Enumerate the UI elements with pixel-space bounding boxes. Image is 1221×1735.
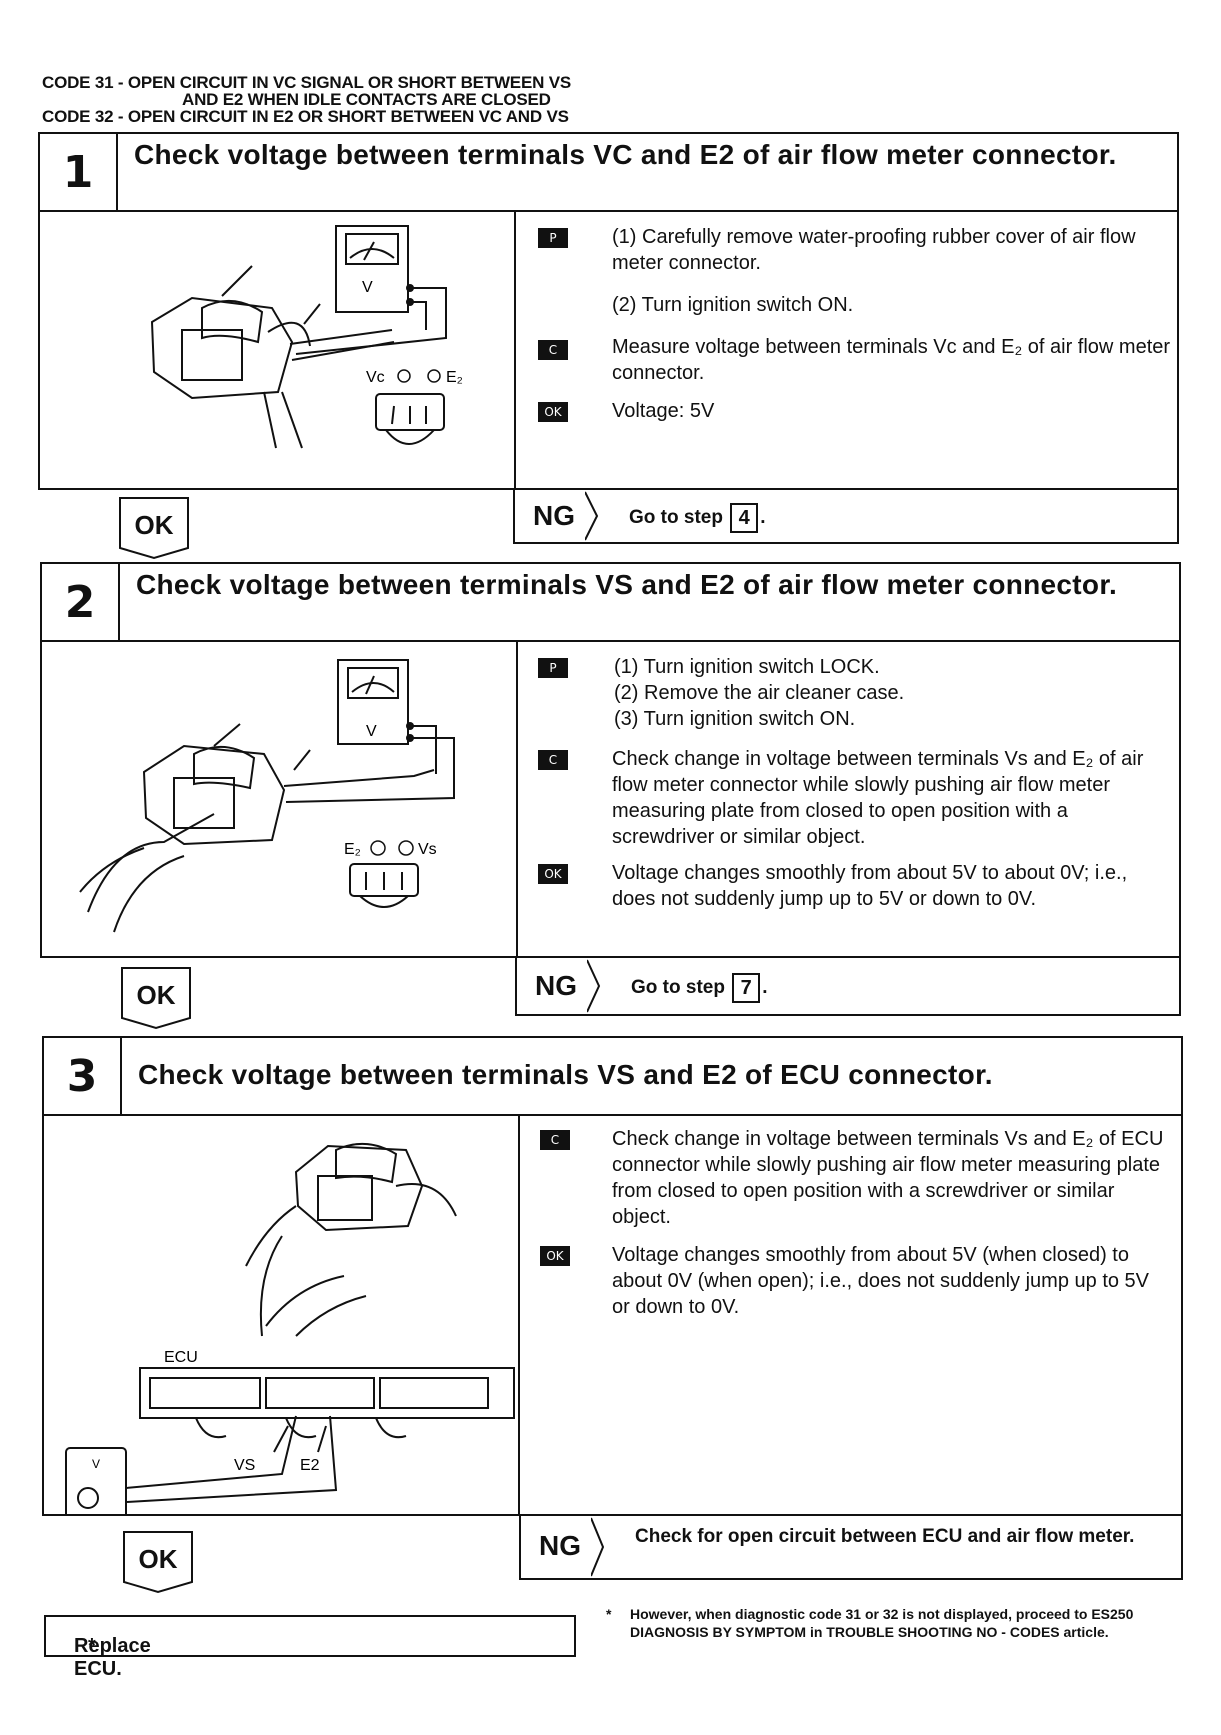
step-1-ng-box: NG Go to step 4. (513, 488, 1179, 544)
step-2-ng-label: NG (535, 970, 577, 1001)
header-line-3: CODE 32 - OPEN CIRCUIT IN E2 OR SHORT BE… (42, 107, 569, 126)
step-3-number: 3 (44, 1038, 122, 1114)
replace-ecu-mark: * (88, 1635, 96, 1657)
footnote-text: However, when diagnostic code 31 or 32 i… (630, 1606, 1134, 1640)
step-2-p-tag: P (538, 658, 568, 678)
step-2-ok-label: OK (136, 980, 176, 1010)
step-1-c-text: Measure voltage between terminals Vc and… (612, 336, 1171, 384)
step-2-panel: 2 Check voltage between terminals VS and… (40, 562, 1181, 958)
step-3-panel: 3 Check voltage between terminals VS and… (42, 1036, 1183, 1516)
replace-ecu-box: Replace ECU. * (44, 1615, 576, 1680)
step-3-ng-box: NG Check for open circuit between ECU an… (519, 1514, 1183, 1580)
step-2-p-item-1: (1) Turn ignition switch LOCK. (614, 656, 880, 678)
footnote-mark: * (606, 1606, 612, 1622)
step-2-diagram: V E₂ Vs (79, 659, 455, 933)
step-2-title-bar: 2 Check voltage between terminals VS and… (42, 564, 1179, 642)
step-2-ok-tag: OK (538, 864, 568, 884)
step-3-title: Check voltage between terminals VS and E… (138, 1059, 993, 1090)
step-3-diagram: ECU VS E2 V (65, 1142, 515, 1514)
step-1-ok-label: OK (134, 510, 174, 540)
step-2-ng-step-ref[interactable]: 7 (732, 973, 761, 1003)
header-line-2: AND E2 WHEN IDLE CONTACTS ARE CLOSED (182, 90, 551, 109)
footnote: * However, when diagnostic code 31 or 32… (606, 1605, 1150, 1641)
step-1-c-tag: C (538, 340, 568, 360)
step-1-vc-label: Vc (366, 369, 385, 386)
step-3-divider (518, 1114, 520, 1516)
step-3-title-bar: 3 Check voltage between terminals VS and… (44, 1038, 1181, 1116)
step-1-e2-label: E₂ (446, 369, 463, 386)
step-3-vs-label: VS (234, 1457, 255, 1474)
step-3-ng-text: Check for open circuit between ECU and a… (635, 1526, 1135, 1547)
step-1-title-bar: 1 Check voltage between terminals VC and… (40, 134, 1177, 212)
step-1-title: Check voltage between terminals VC and E… (134, 139, 1117, 170)
step-1-ng-step-ref[interactable]: 4 (730, 503, 759, 533)
step-1-ok-text: Voltage: 5V (612, 400, 715, 422)
step-3-e2-label: E2 (300, 1457, 320, 1474)
step-1-ng-text: Go to step (629, 507, 723, 529)
step-3-c-text: Check change in voltage between terminal… (612, 1128, 1164, 1228)
step-1-divider (514, 210, 516, 490)
step-2-meter-label: V (366, 723, 377, 740)
step-2-number: 2 (42, 564, 120, 640)
step-2-ok-tab: OK (120, 966, 192, 1030)
step-2-p-item-3: (3) Turn ignition switch ON. (614, 708, 856, 730)
step-3-ecu-label: ECU (164, 1349, 198, 1366)
step-3-ok-tab: OK (122, 1530, 194, 1594)
step-2-e2-label: E₂ (344, 841, 361, 858)
step-2-ng-box: NG Go to step 7. (515, 956, 1181, 1016)
step-1-number: 1 (40, 134, 118, 210)
header-line-1: CODE 31 - OPEN CIRCUIT IN VC SIGNAL OR S… (42, 73, 571, 92)
step-2-ok-text: Voltage changes smoothly from about 5V t… (612, 862, 1128, 910)
replace-ecu-text: Replace ECU. (74, 1635, 151, 1680)
step-3-ng-label: NG (539, 1530, 581, 1561)
step-1-ok-tag: OK (538, 402, 568, 422)
step-2-c-text: Check change in voltage between terminal… (612, 748, 1144, 848)
step-2-title: Check voltage between terminals VS and E… (136, 569, 1118, 600)
step-1-panel: 1 Check voltage between terminals VC and… (38, 132, 1179, 490)
step-2-c-tag: C (538, 750, 568, 770)
step-2-ng-text: Go to step (631, 977, 725, 999)
step-1-p-item-1: (1) Carefully remove water-proofing rubb… (612, 226, 1136, 274)
step-3-c-tag: C (540, 1130, 570, 1150)
step-1-p-item-2: (2) Turn ignition switch ON. (612, 294, 854, 316)
step-3-ok-tag: OK (540, 1246, 570, 1266)
step-3-ok-text: Voltage changes smoothly from about 5V (… (612, 1244, 1150, 1318)
step-2-divider (516, 640, 518, 958)
step-3-meter-label: V (92, 1457, 100, 1471)
step-1-diagram: V Vc E₂ (150, 225, 463, 449)
step-3-ok-label: OK (138, 1544, 178, 1574)
step-2-vs-label: Vs (418, 841, 437, 858)
step-1-p-tag: P (538, 228, 568, 248)
step-2-p-item-2: (2) Remove the air cleaner case. (614, 682, 905, 704)
step-1-ok-tab: OK (118, 496, 190, 560)
step-1-meter-label: V (362, 279, 373, 296)
step-1-ng-label: NG (533, 500, 575, 531)
